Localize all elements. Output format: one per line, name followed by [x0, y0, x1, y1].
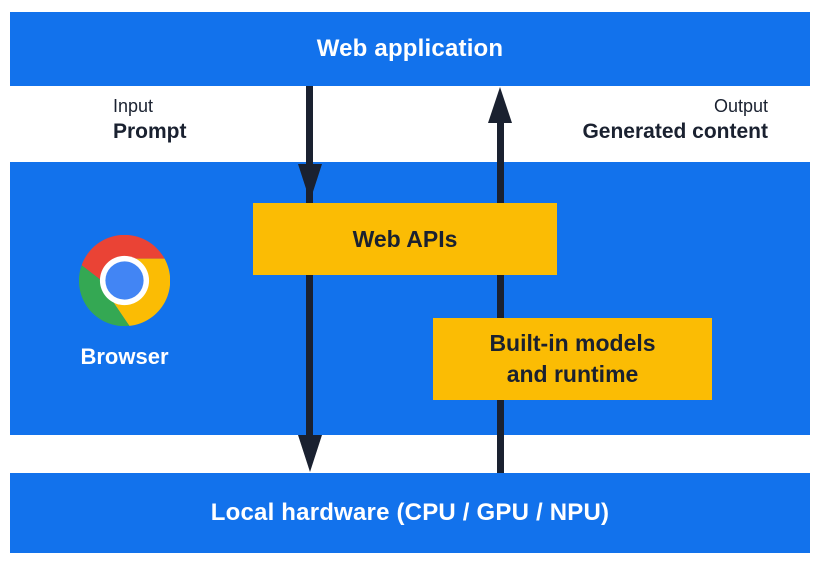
chrome-green-segment	[79, 265, 130, 326]
prompt-arrowhead-to-web-apis	[298, 164, 322, 201]
prompt-arrowhead-to-hardware	[298, 435, 322, 472]
built-in-models-line2: and runtime	[506, 361, 639, 387]
web-apis-box: Web APIs	[253, 203, 557, 275]
prompt-label: Prompt	[113, 120, 187, 143]
output-title: Output	[713, 96, 768, 116]
output-arrow-shaft	[497, 121, 504, 473]
web-application-label: Web application	[316, 35, 504, 62]
browser-identity: Browser	[67, 235, 182, 370]
chrome-blue-dot	[105, 261, 144, 300]
built-in-models-line1: Built-in models	[489, 330, 656, 356]
generated-content-label: Generated content	[582, 120, 768, 143]
web-application-bar: Web application	[10, 12, 810, 86]
built-in-models-box: Built-in models and runtime	[433, 318, 712, 400]
input-annotation: Input Prompt	[113, 94, 187, 145]
output-arrowhead-to-web-application	[488, 87, 512, 123]
chrome-icon	[79, 235, 170, 326]
web-apis-label: Web APIs	[352, 225, 458, 252]
input-title: Input	[113, 96, 154, 116]
local-hardware-bar: Local hardware (CPU / GPU / NPU)	[10, 473, 810, 553]
built-in-models-label: Built-in models and runtime	[489, 328, 655, 390]
output-annotation: Output Generated content	[582, 94, 768, 145]
browser-label: Browser	[80, 344, 169, 369]
local-hardware-label: Local hardware (CPU / GPU / NPU)	[210, 499, 610, 526]
